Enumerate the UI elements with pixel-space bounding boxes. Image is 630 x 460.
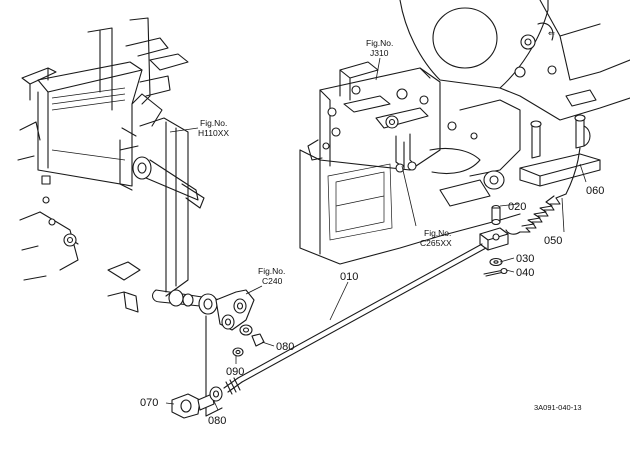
callout-020: 020 [508,201,526,213]
decorative-mark: ⇐ [548,28,556,38]
fig-ref-number: H110XX [198,128,229,138]
callout-010: 010 [340,271,358,283]
callout-070: 070 [140,397,158,409]
fig-ref-label: Fig.No. [200,118,227,128]
hydraulic-block-assembly: ⇐ [299,0,630,265]
tension-spring [505,193,567,235]
callout-040: 040 [516,267,534,279]
fig-ref-number: C265XX [420,238,452,248]
callout-030: 030 [516,253,534,265]
fig-ref-label: Fig.No. [424,228,451,238]
fig-ref-j310: Fig.No. J310 [366,38,393,58]
yoke-bolt [171,393,215,419]
callout-080-upper: 080 [276,341,294,353]
lock-nut [209,386,223,402]
callout-050: 050 [544,235,562,247]
fig-ref-label: Fig.No. [258,266,285,276]
clevis-pin [491,204,501,226]
drawing-code: 3A091-040-13 [534,403,582,412]
washer [489,257,503,267]
lever-arm [151,289,265,417]
fig-ref-c240: Fig.No. C240 [258,266,285,286]
leader-lines [165,57,587,411]
spring-anchor-bracket [519,114,601,187]
fig-ref-number: J310 [370,48,389,58]
callout-090: 090 [226,366,244,378]
rod-clevis [479,227,509,251]
fig-ref-c265: Fig.No. C265XX [420,228,452,248]
callout-080-lower: 080 [208,415,226,427]
spring-hook [565,147,581,195]
fig-ref-number: C240 [262,276,283,286]
fig-ref-h110: Fig.No. H110XX [198,118,229,138]
cotter-pin [483,267,508,277]
callout-060: 060 [586,185,604,197]
fig-ref-label: Fig.No. [366,38,393,48]
left-frame-assembly [17,17,205,313]
control-rod [223,243,487,395]
part-callouts: 010 020 030 040 050 060 070 080 080 090 [140,185,604,427]
